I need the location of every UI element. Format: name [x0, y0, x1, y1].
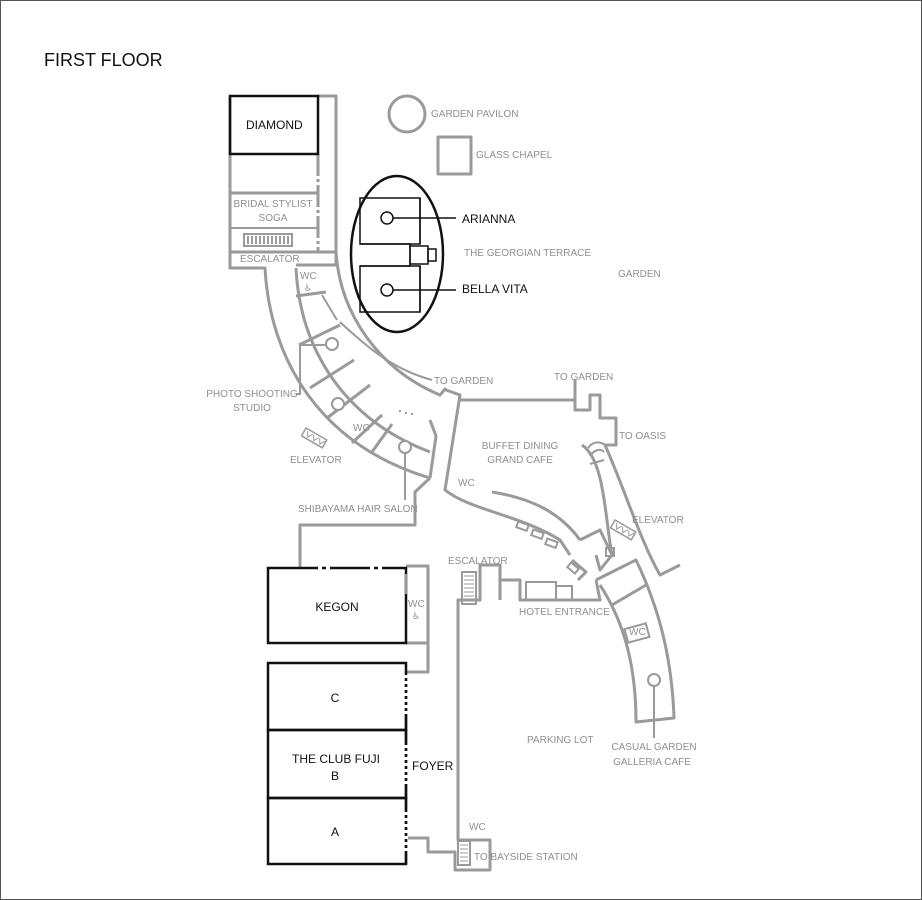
garden-pavilion-shape: [387, 94, 427, 134]
wc-label-1: WC: [300, 271, 317, 282]
venue-arianna[interactable]: ARIANNA: [462, 212, 516, 226]
escalator-icon: [457, 571, 477, 866]
wc-label-3: WC: [458, 478, 475, 489]
georgian-terrace-block[interactable]: [349, 174, 456, 334]
venue-diamond[interactable]: DIAMOND: [246, 118, 303, 132]
photo-studio-label-2: STUDIO: [233, 403, 271, 414]
galleria-cafe-label: GALLERIA CAFE: [613, 757, 691, 768]
venue-club-a[interactable]: A: [330, 825, 340, 839]
venue-kegon[interactable]: KEGON: [315, 600, 359, 614]
photo-studio-marker-2: [331, 397, 345, 411]
garden-label: GARDEN: [618, 269, 661, 280]
to-garden-label-2: TO GARDEN: [554, 372, 614, 383]
hair-salon-marker: [398, 440, 412, 454]
elevator-icon: [609, 518, 637, 541]
to-bayside-station-label: TO BAYSIDE STATION: [474, 852, 578, 863]
wc-label-kegon: WC: [408, 599, 425, 610]
to-oasis-label: TO OASIS: [619, 431, 667, 442]
wheelchair-icon: ♿: [412, 611, 421, 621]
wheelchair-icon: ♿: [304, 283, 313, 293]
elevator-label-right: ELEVATOR: [632, 515, 684, 526]
photo-studio-label: PHOTO SHOOTING: [206, 389, 298, 400]
georgian-terrace-label: THE GEORGIAN TERRACE: [464, 248, 592, 259]
casual-garden-label: CASUAL GARDEN: [611, 742, 697, 753]
buffet-complex-walls: [408, 380, 681, 872]
buffet-dining-label: BUFFET DINING: [481, 441, 559, 452]
kegon-room[interactable]: [266, 566, 408, 645]
bridal-stylist-label: BRIDAL STYLIST: [233, 199, 313, 210]
hotel-entrance-label[interactable]: HOTEL ENTRANCE: [519, 607, 610, 618]
wc-label-right: WC: [629, 627, 646, 638]
wc-label-bottom: WC: [469, 822, 486, 833]
elevator-label-left: ELEVATOR: [290, 455, 342, 466]
elevator-icon: [300, 426, 328, 449]
venue-club-fuji-label[interactable]: THE CLUB FUJI: [291, 752, 381, 766]
glass-chapel-shape: [436, 135, 473, 176]
escalator-label-top: ESCALATOR: [240, 254, 300, 265]
hair-salon-label: SHIBAYAMA HAIR SALON: [298, 504, 418, 515]
bridal-stylist-name: SOGA: [258, 213, 288, 224]
venue-bella-vita[interactable]: BELLA VITA: [462, 282, 528, 296]
galleria-cafe-walls: [595, 558, 676, 738]
to-garden-label-1: TO GARDEN: [434, 376, 494, 387]
parking-lot-label: PARKING LOT: [527, 735, 594, 746]
page-title: FIRST FLOOR: [44, 50, 163, 70]
garden-pavilion-label: GARDEN PAVILON: [431, 109, 519, 120]
wc-label-2: WC: [353, 423, 370, 434]
venue-club-b[interactable]: B: [330, 769, 340, 783]
glass-chapel-label: GLASS CHAPEL: [476, 150, 553, 161]
grand-cafe-label: GRAND CAFE: [487, 455, 553, 466]
venue-club-c[interactable]: C: [330, 691, 340, 705]
foyer-label: FOYER: [412, 759, 454, 773]
escalator-label-bottom: ESCALATOR: [448, 556, 508, 567]
photo-studio-marker: [325, 337, 339, 351]
